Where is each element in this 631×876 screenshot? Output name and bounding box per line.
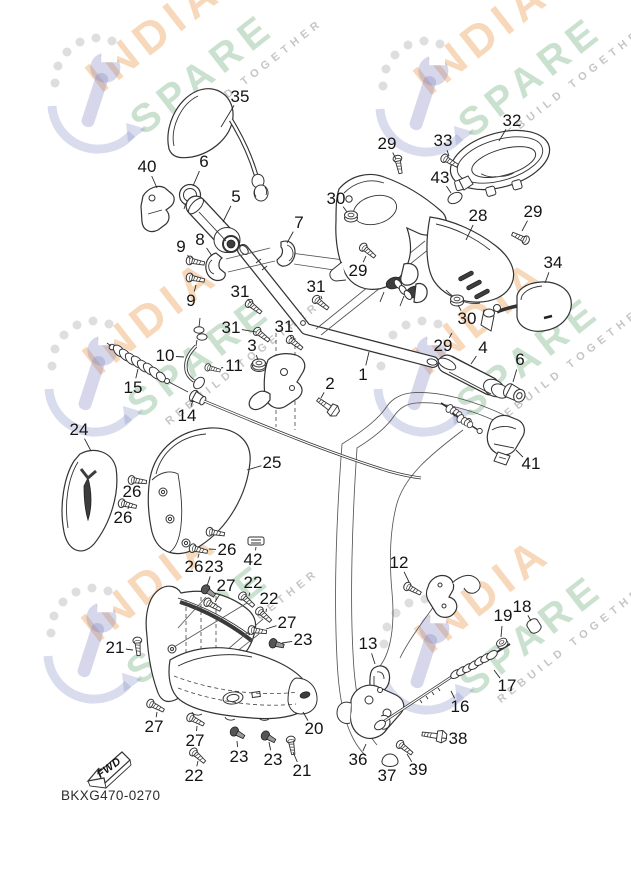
screw-21 [285, 735, 299, 756]
part-1-handlebar [237, 244, 439, 368]
part-7-clamp [276, 240, 296, 267]
screw-26 [116, 497, 138, 512]
part-20-under-cover [168, 647, 318, 721]
screw-31 [243, 297, 265, 317]
part-25-visor [147, 427, 251, 555]
leader-lines [84, 105, 550, 767]
part-lever-holder [193, 317, 306, 411]
part-6-grip-cap-right [503, 383, 526, 403]
bolt-23 [228, 724, 247, 742]
part-41-switch [486, 414, 525, 466]
part-34-mirror-right [480, 281, 572, 332]
screw-29 [391, 153, 406, 175]
screw-26 [127, 474, 148, 487]
part-5-grip-left [185, 195, 241, 253]
screw-39 [394, 738, 416, 758]
nut-30 [344, 210, 358, 223]
bolt-23 [267, 637, 286, 652]
bolt-23 [259, 728, 278, 746]
part-8-clamp [205, 252, 226, 282]
part-37-damper [381, 753, 399, 767]
phantom-panel-outline [335, 392, 515, 756]
screw-29 [509, 229, 532, 247]
nut-3 [250, 358, 268, 372]
part-10-cable-elbow [184, 344, 205, 390]
part-43-damper [447, 191, 463, 205]
nut-19 [494, 636, 510, 651]
part-holder-right [393, 262, 428, 304]
drawing-code: BKXG470-0270 [61, 788, 161, 803]
part-18-cap [526, 618, 542, 634]
screw-9 [184, 271, 206, 286]
nut-30 [450, 294, 464, 307]
part-32-meter [449, 129, 551, 197]
part-4-throttle-tube [437, 354, 510, 399]
part-17-spring [450, 643, 511, 679]
screw-9 [184, 254, 206, 269]
bolt-2 [313, 393, 342, 420]
screw-22 [253, 604, 275, 625]
part-12-bracket [425, 574, 481, 618]
part-28-rear-cover [426, 216, 515, 304]
fwd-arrow [86, 751, 132, 789]
screw-31 [284, 333, 306, 353]
screw-27 [144, 697, 167, 715]
bolt-11 [203, 362, 222, 375]
part-15-spring [106, 342, 170, 384]
bolt-38 [420, 727, 448, 744]
part-36-bracket [336, 684, 405, 739]
part-35-mirror-left [167, 88, 269, 202]
meter-tab [458, 175, 474, 191]
part-14-cable [168, 381, 422, 480]
screw-31 [251, 325, 273, 345]
screw-12 [401, 580, 424, 598]
part-24-cover [61, 449, 118, 552]
screw-21 [132, 636, 144, 657]
part-42-clip [247, 536, 265, 546]
screw-27 [247, 624, 268, 637]
part-40-bracket [140, 185, 175, 233]
